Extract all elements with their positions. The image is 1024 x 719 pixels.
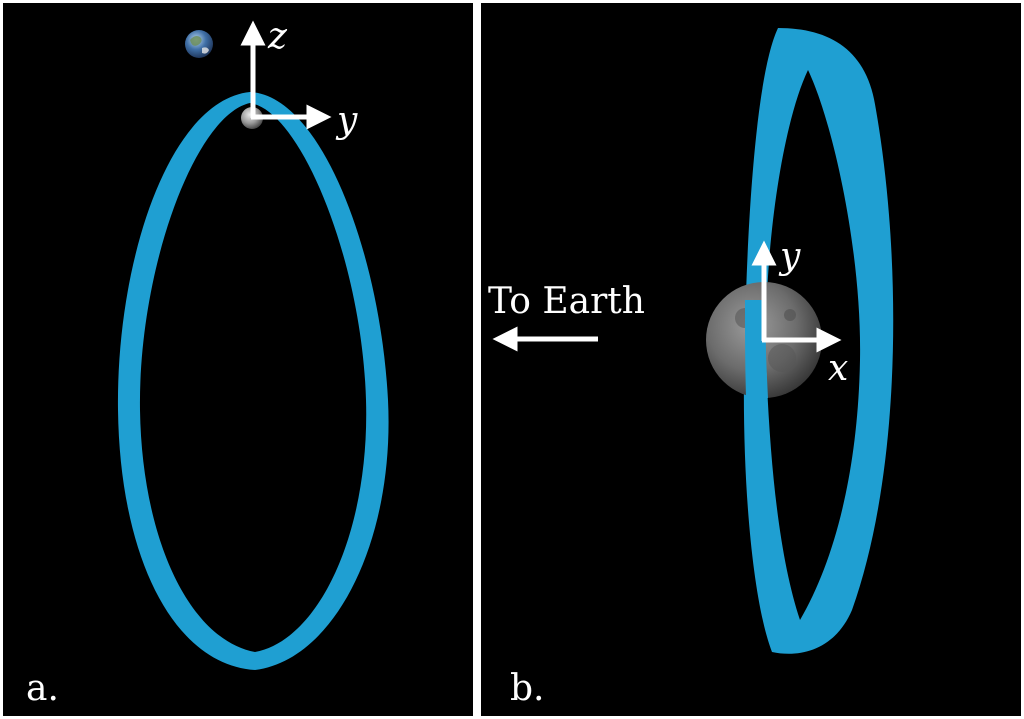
y-axis-label: y (778, 236, 801, 277)
y-axis-label: y (335, 100, 358, 141)
earth-icon (185, 30, 213, 58)
panel-a-label: a. (26, 668, 59, 709)
z-axis-label: z (267, 16, 288, 57)
panel-a-background (3, 3, 473, 716)
x-axis-label: x (828, 348, 848, 389)
panel-b: y x To Earth b. (481, 3, 1021, 716)
panel-b-orbit (743, 28, 894, 654)
panel-a: z y a. (3, 3, 473, 716)
to-earth-label: To Earth (488, 281, 645, 322)
panel-b-label: b. (510, 668, 545, 709)
